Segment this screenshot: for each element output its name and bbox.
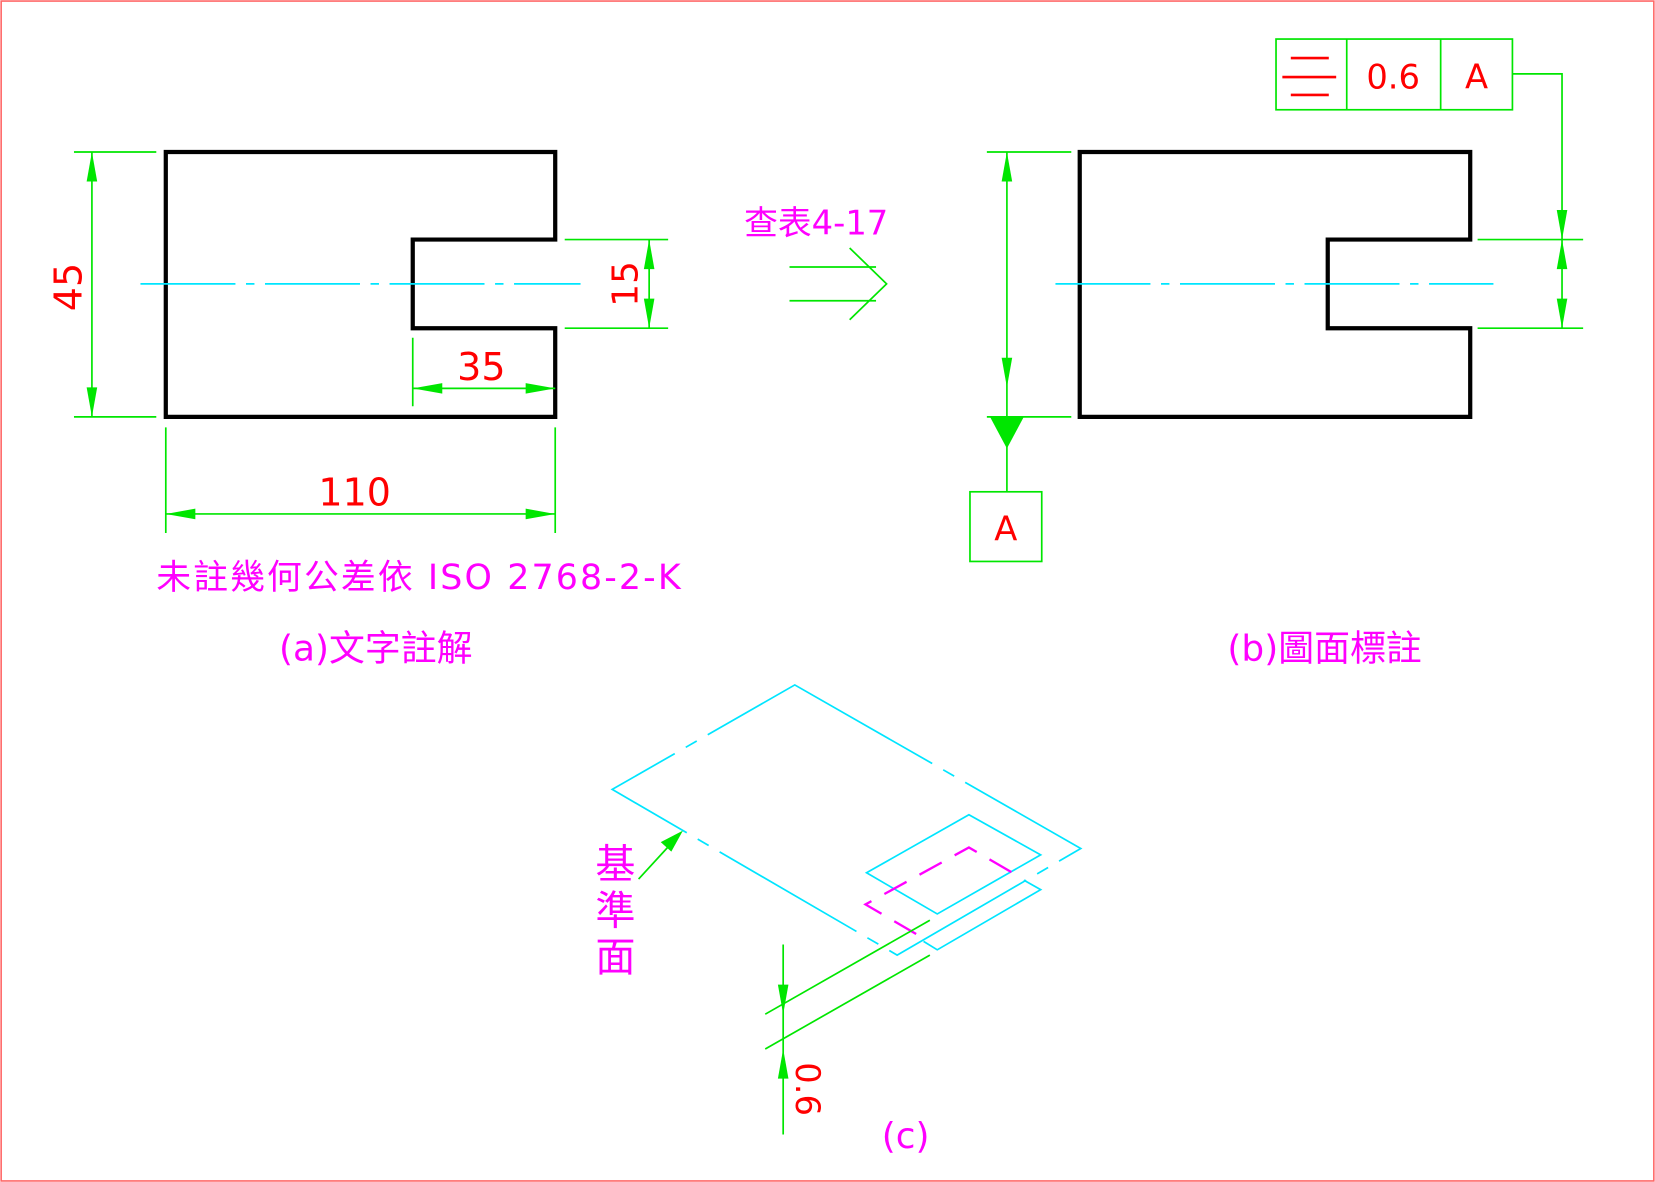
dimension-height: 45 bbox=[46, 151, 157, 418]
datum-feature-dimension: A bbox=[969, 151, 1072, 563]
leader-arrow-icon bbox=[660, 830, 683, 852]
part-outline bbox=[1077, 149, 1473, 419]
panel-a: 45 15 35 110 未註幾何公差依 ISO 2768- bbox=[46, 149, 683, 670]
dimension-length: 110 bbox=[164, 427, 557, 533]
dim-text-45: 45 bbox=[46, 263, 90, 311]
caption-b: (b)圖面標註 bbox=[1227, 629, 1421, 670]
datum-box bbox=[969, 490, 1043, 563]
dim-text-110: 110 bbox=[318, 471, 391, 515]
median-plane bbox=[863, 846, 1023, 935]
panel-c: 0.6 基 準 面 (c) bbox=[595, 683, 1083, 1157]
svg-text:準: 準 bbox=[595, 888, 635, 934]
symmetry-icon bbox=[1282, 56, 1337, 97]
caption-a: (a)文字註解 bbox=[279, 629, 472, 670]
feature-upper-surface bbox=[864, 813, 1043, 915]
datum-plane-label: 基 準 面 bbox=[595, 842, 635, 981]
lookup-table-label: 查表4-17 bbox=[744, 203, 888, 242]
dimension-slot-width: 15 bbox=[564, 238, 669, 330]
feature-lower-surface bbox=[923, 879, 1043, 951]
general-tolerance-note: 未註幾何公差依 ISO 2768-2-K bbox=[156, 558, 683, 598]
tolerance-zone-value: 0.6 bbox=[788, 1062, 827, 1116]
svg-text:面: 面 bbox=[595, 935, 635, 981]
datum-triangle bbox=[990, 416, 1024, 449]
caption-c: (c) bbox=[882, 1116, 930, 1157]
svg-text:基: 基 bbox=[595, 842, 635, 888]
dim-text-15: 15 bbox=[606, 261, 647, 307]
panel-b: A 0.6 A (b)圖面標註 bbox=[969, 38, 1584, 670]
dimension-slot-depth: 35 bbox=[411, 337, 556, 407]
dim-text-35: 35 bbox=[457, 345, 505, 389]
fcf-tolerance: 0.6 bbox=[1366, 58, 1420, 97]
datum-letter: A bbox=[994, 509, 1017, 548]
datum-plane bbox=[610, 683, 1083, 957]
fcf-datum: A bbox=[1465, 58, 1488, 97]
transition-arrow: 查表4-17 bbox=[744, 203, 888, 321]
feature-control-frame: 0.6 A bbox=[1275, 38, 1584, 330]
part-outline bbox=[163, 149, 558, 419]
